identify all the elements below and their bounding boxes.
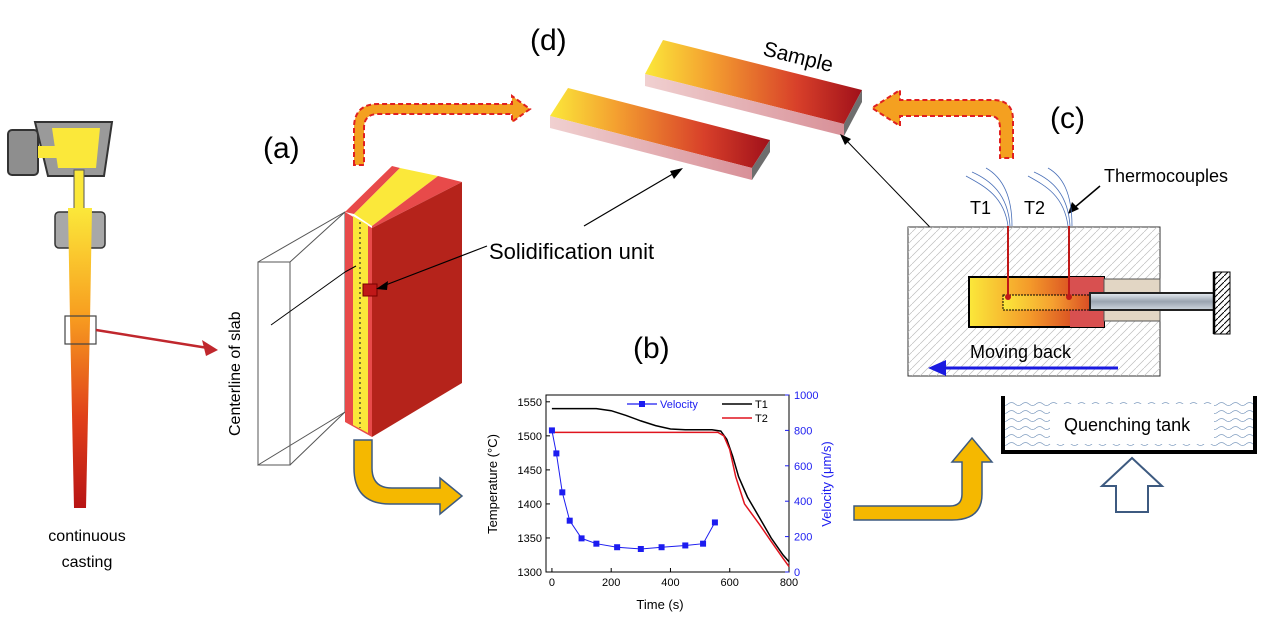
slab-side-face (372, 182, 462, 437)
x-tick-label: 0 (549, 577, 555, 589)
quenching-tank-label: Quenching tank (1064, 415, 1191, 435)
panel-c-label: (c) (1050, 102, 1085, 135)
slab-top-red-left (345, 166, 400, 214)
chart-ylabel: Temperature (°C) (485, 434, 500, 534)
velocity-point (682, 542, 689, 549)
solidification-unit-pointers (376, 168, 683, 290)
red-arrow-to-slab (95, 328, 218, 356)
solidification-unit-label: Solidification unit (489, 239, 654, 264)
continuous-caster: continuous casting (7, 121, 126, 571)
y2-tick-label: 0 (794, 567, 800, 579)
y-tick-label: 1500 (518, 431, 542, 443)
legend-velocity-label: Velocity (660, 399, 698, 411)
y-tick-label: 1300 (518, 567, 542, 579)
temperature-velocity-chart: 0 200 400 600 800 1300 1350 1400 1450 1500 1550 0 20… (485, 390, 834, 612)
y-tick-label: 1350 (518, 533, 542, 545)
legend-t2-label: T2 (755, 413, 768, 425)
y2-tick-label: 1000 (794, 390, 818, 402)
gold-arrow-a-to-b (353, 439, 464, 516)
continuous-casting-label-2: casting (62, 554, 113, 571)
y-tick-label: 1550 (518, 397, 542, 409)
tundish-steel (52, 128, 100, 168)
panel-a-label: (a) (263, 132, 300, 165)
thermocouples-pointer (1068, 185, 1101, 214)
chart-ylabel-right: Velocity (μm/s) (819, 441, 834, 527)
velocity-point (593, 540, 600, 547)
centerline-pointer (270, 265, 357, 326)
gold-arrow-b-to-c (853, 436, 994, 521)
x-tick-label: 600 (721, 577, 739, 589)
velocity-point (614, 544, 621, 551)
velocity-point (700, 540, 707, 547)
velocity-point (711, 519, 718, 526)
y-tick-label: 1400 (518, 499, 542, 511)
crucible-tube (1002, 294, 1104, 311)
y2-tick-label: 600 (794, 461, 812, 473)
solidification-unit-block (362, 283, 378, 297)
slab (257, 166, 462, 466)
slab-front-yellow (353, 216, 368, 433)
submerged-nozzle (73, 169, 85, 211)
slab-front-outline (257, 211, 346, 466)
t2-label: T2 (1024, 198, 1045, 218)
quenching-tank (1001, 396, 1257, 454)
y2-tick-label: 200 (794, 532, 812, 544)
series-line-t1 (551, 407, 790, 563)
continuous-casting-label: continuous (48, 528, 125, 545)
sample-bar-1 (550, 88, 770, 180)
thermocouples-label: Thermocouples (1104, 166, 1228, 186)
chart-legend: Velocity T1 T2 (627, 399, 768, 425)
legend-velocity-marker (639, 401, 645, 407)
series-line-t2 (551, 431, 790, 568)
t1-label: T1 (970, 198, 991, 218)
dashed-arrow-a-to-d (353, 94, 532, 166)
fixed-wall (1213, 271, 1231, 335)
slab-top-red-right (372, 176, 462, 228)
x-tick-label: 200 (602, 577, 620, 589)
thermocouple-wires (965, 167, 1073, 227)
velocity-point (658, 544, 665, 551)
moving-back-label: Moving back (970, 342, 1072, 362)
dashed-arrow-c-to-d (870, 88, 1014, 159)
upward-hollow-arrow (1099, 456, 1165, 513)
velocity-point (637, 545, 644, 552)
ladle-nozzle-block (7, 129, 39, 176)
chart-ticks: 0 200 400 600 800 1300 1350 1400 1450 1500 1550 0 20… (518, 390, 819, 589)
moving-back-arrow (928, 360, 1118, 376)
centerline-label: Centerline of slab (227, 311, 244, 436)
series-line-velocity (551, 430, 716, 550)
chart-xlabel: Time (s) (636, 597, 683, 612)
velocity-point (548, 427, 555, 434)
x-tick-label: 800 (780, 577, 798, 589)
y-tick-label: 1450 (518, 465, 542, 477)
panel-b-label: (b) (633, 332, 670, 365)
velocity-point (578, 535, 585, 542)
y2-tick-label: 400 (794, 496, 812, 508)
velocity-point (559, 489, 566, 496)
sample-bar-2 (645, 40, 862, 136)
chart-series (548, 407, 790, 568)
slab-top-yellow (354, 168, 438, 226)
strand (68, 208, 92, 508)
legend-t1-label: T1 (755, 399, 768, 411)
panel-d-label: (d) (530, 24, 567, 57)
furnace (907, 226, 1231, 377)
y2-tick-label: 800 (794, 425, 812, 437)
chart-plot-frame (545, 394, 790, 573)
x-tick-label: 400 (661, 577, 679, 589)
velocity-point (553, 450, 560, 457)
velocity-point (566, 517, 573, 524)
push-rod (1089, 292, 1215, 311)
